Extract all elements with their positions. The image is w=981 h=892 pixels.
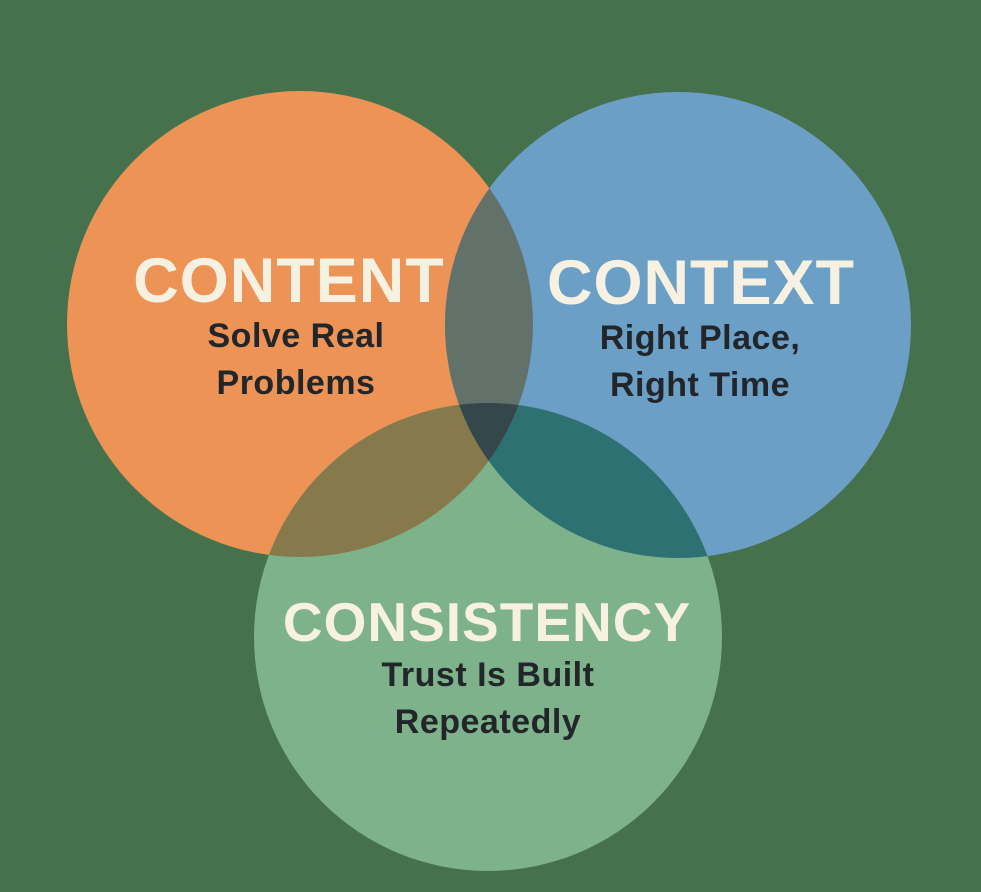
overlap-content-consistency — [254, 403, 533, 557]
consistency-title: CONSISTENCY — [282, 591, 692, 653]
content-title: CONTENT — [133, 246, 445, 316]
overlap-context-consistency — [445, 403, 722, 558]
content-subtitle-line2: Problems — [216, 364, 376, 402]
consistency-subtitle-line2: Repeatedly — [394, 703, 582, 741]
context-subtitle: Right Place, Right Time — [600, 315, 801, 409]
context-subtitle-line2: Right Time — [609, 366, 791, 404]
content-subtitle: Solve Real Problems — [208, 313, 385, 407]
context-title: CONTEXT — [546, 248, 856, 318]
context-subtitle-line1: Right Place, — [599, 319, 801, 357]
consistency-subtitle: Trust Is Built Repeatedly — [382, 652, 595, 746]
content-subtitle-line1: Solve Real — [207, 317, 385, 355]
consistency-subtitle-line1: Trust Is Built — [381, 656, 595, 694]
